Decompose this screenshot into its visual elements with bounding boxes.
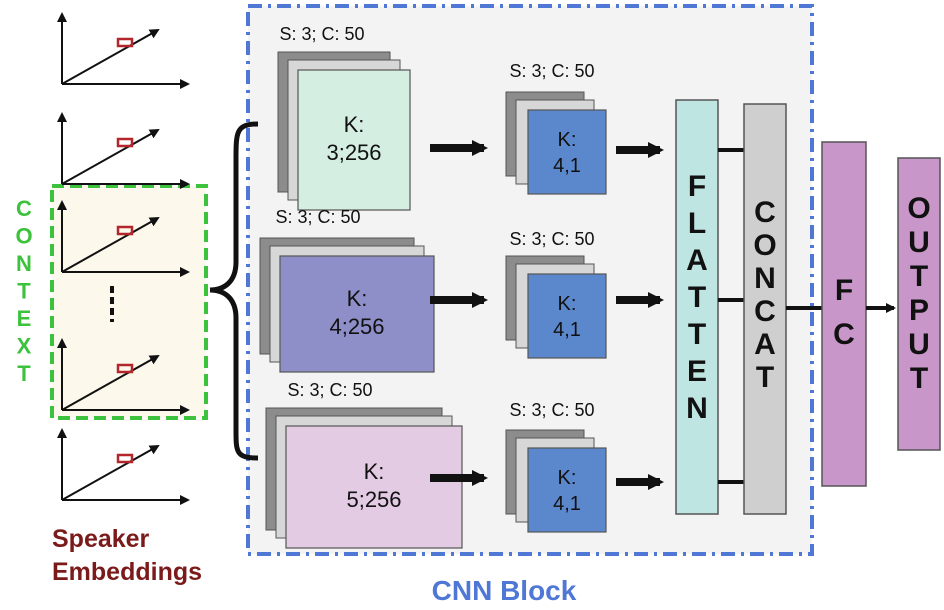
conv-kernel-stack	[265, 407, 463, 549]
layer-letter: T	[910, 260, 928, 293]
concat-layer	[743, 103, 787, 515]
small-kernel-size: 4,1	[553, 155, 581, 177]
layer-letter: U	[908, 226, 930, 259]
layer-letter: F	[835, 274, 853, 307]
output-layer	[897, 157, 941, 451]
layer-letter: F	[688, 170, 706, 203]
layer-letter: C	[754, 196, 776, 229]
conv-branch: S: 3; C: 50 K: 3;256 S: 3; C: 50 K: 4,1	[277, 24, 607, 211]
speaker-caption-line1: Speaker	[52, 525, 150, 553]
conv-branch: S: 3; C: 50 K: 5;256 S: 3; C: 50 K: 4,1	[265, 380, 607, 549]
speaker-embeddings	[57, 12, 190, 505]
flatten-concat-links	[718, 148, 744, 484]
small-kernel-label: K:	[558, 293, 577, 315]
context-letter: T	[17, 361, 31, 386]
embedding-marker	[116, 37, 134, 48]
big-kernel-stride-channels: S: 3; C: 50	[287, 380, 372, 400]
fc-layer	[821, 141, 867, 487]
big-kernel-label: K:	[344, 112, 365, 137]
pool-kernel-stack	[505, 91, 607, 195]
embedding-plot	[57, 338, 190, 415]
layer-letter: U	[908, 328, 930, 361]
layer-letter: N	[754, 262, 776, 295]
fc-label: FC	[833, 274, 855, 351]
embedding-marker	[116, 453, 134, 464]
layer-letter: C	[833, 318, 855, 351]
flatten-layer	[675, 99, 719, 515]
conv-branch: S: 3; C: 50 K: 4;256 S: 3; C: 50 K: 4,1	[259, 207, 607, 373]
embedding-plot	[57, 112, 190, 189]
embedding-plot	[57, 428, 190, 505]
flatten-arrows	[616, 142, 664, 490]
big-kernel-stride-channels: S: 3; C: 50	[279, 24, 364, 44]
small-kernel-label: K:	[558, 129, 577, 151]
context-letter: C	[16, 196, 32, 221]
conv-kernel-stack	[259, 237, 435, 373]
layer-letter: O	[753, 229, 776, 262]
layer-letter: C	[754, 295, 776, 328]
context-letter: T	[17, 279, 31, 304]
curly-brace	[209, 121, 259, 461]
big-kernel-size: 4;256	[329, 314, 384, 339]
embedding-marker	[116, 225, 134, 236]
layer-letter: T	[688, 281, 706, 314]
cnn-block-caption: CNN Block	[432, 575, 577, 606]
big-kernel-label: K:	[347, 286, 368, 311]
context-letter: O	[15, 224, 32, 249]
small-kernel-size: 4,1	[553, 493, 581, 515]
embedding-plot	[57, 200, 190, 277]
conv-kernel-stack	[277, 51, 411, 211]
pool-kernel-stack	[505, 429, 607, 533]
small-kernel-stride-channels: S: 3; C: 50	[509, 400, 594, 420]
context-letter: N	[16, 251, 32, 276]
big-kernel-label: K:	[364, 459, 385, 484]
small-kernel-size: 4,1	[553, 319, 581, 341]
layer-letter: E	[687, 355, 707, 388]
small-kernel-stride-channels: S: 3; C: 50	[509, 61, 594, 81]
embedding-plot	[57, 12, 190, 89]
context-box	[50, 184, 208, 420]
big-kernel-size: 3;256	[326, 140, 381, 165]
big-kernel-stride-channels: S: 3; C: 50	[275, 207, 360, 227]
layer-letter: O	[907, 192, 930, 225]
small-kernel-stride-channels: S: 3; C: 50	[509, 229, 594, 249]
small-kernel-label: K:	[558, 467, 577, 489]
layer-letter: T	[688, 318, 706, 351]
speaker-caption-line2: Embeddings	[52, 558, 202, 586]
layer-letter: A	[686, 244, 708, 277]
big-kernel-size: 5;256	[346, 487, 401, 512]
layer-letter: T	[910, 362, 928, 395]
context-letter: X	[17, 334, 32, 359]
layer-letter: T	[756, 361, 774, 394]
context-letter: E	[17, 306, 32, 331]
layer-letter: L	[688, 207, 706, 240]
embedding-marker	[116, 363, 134, 374]
embedding-marker	[116, 137, 134, 148]
pool-kernel-stack	[505, 255, 607, 359]
layer-letter: N	[686, 392, 708, 425]
layer-letter: A	[754, 328, 776, 361]
layer-letter: P	[909, 294, 929, 327]
